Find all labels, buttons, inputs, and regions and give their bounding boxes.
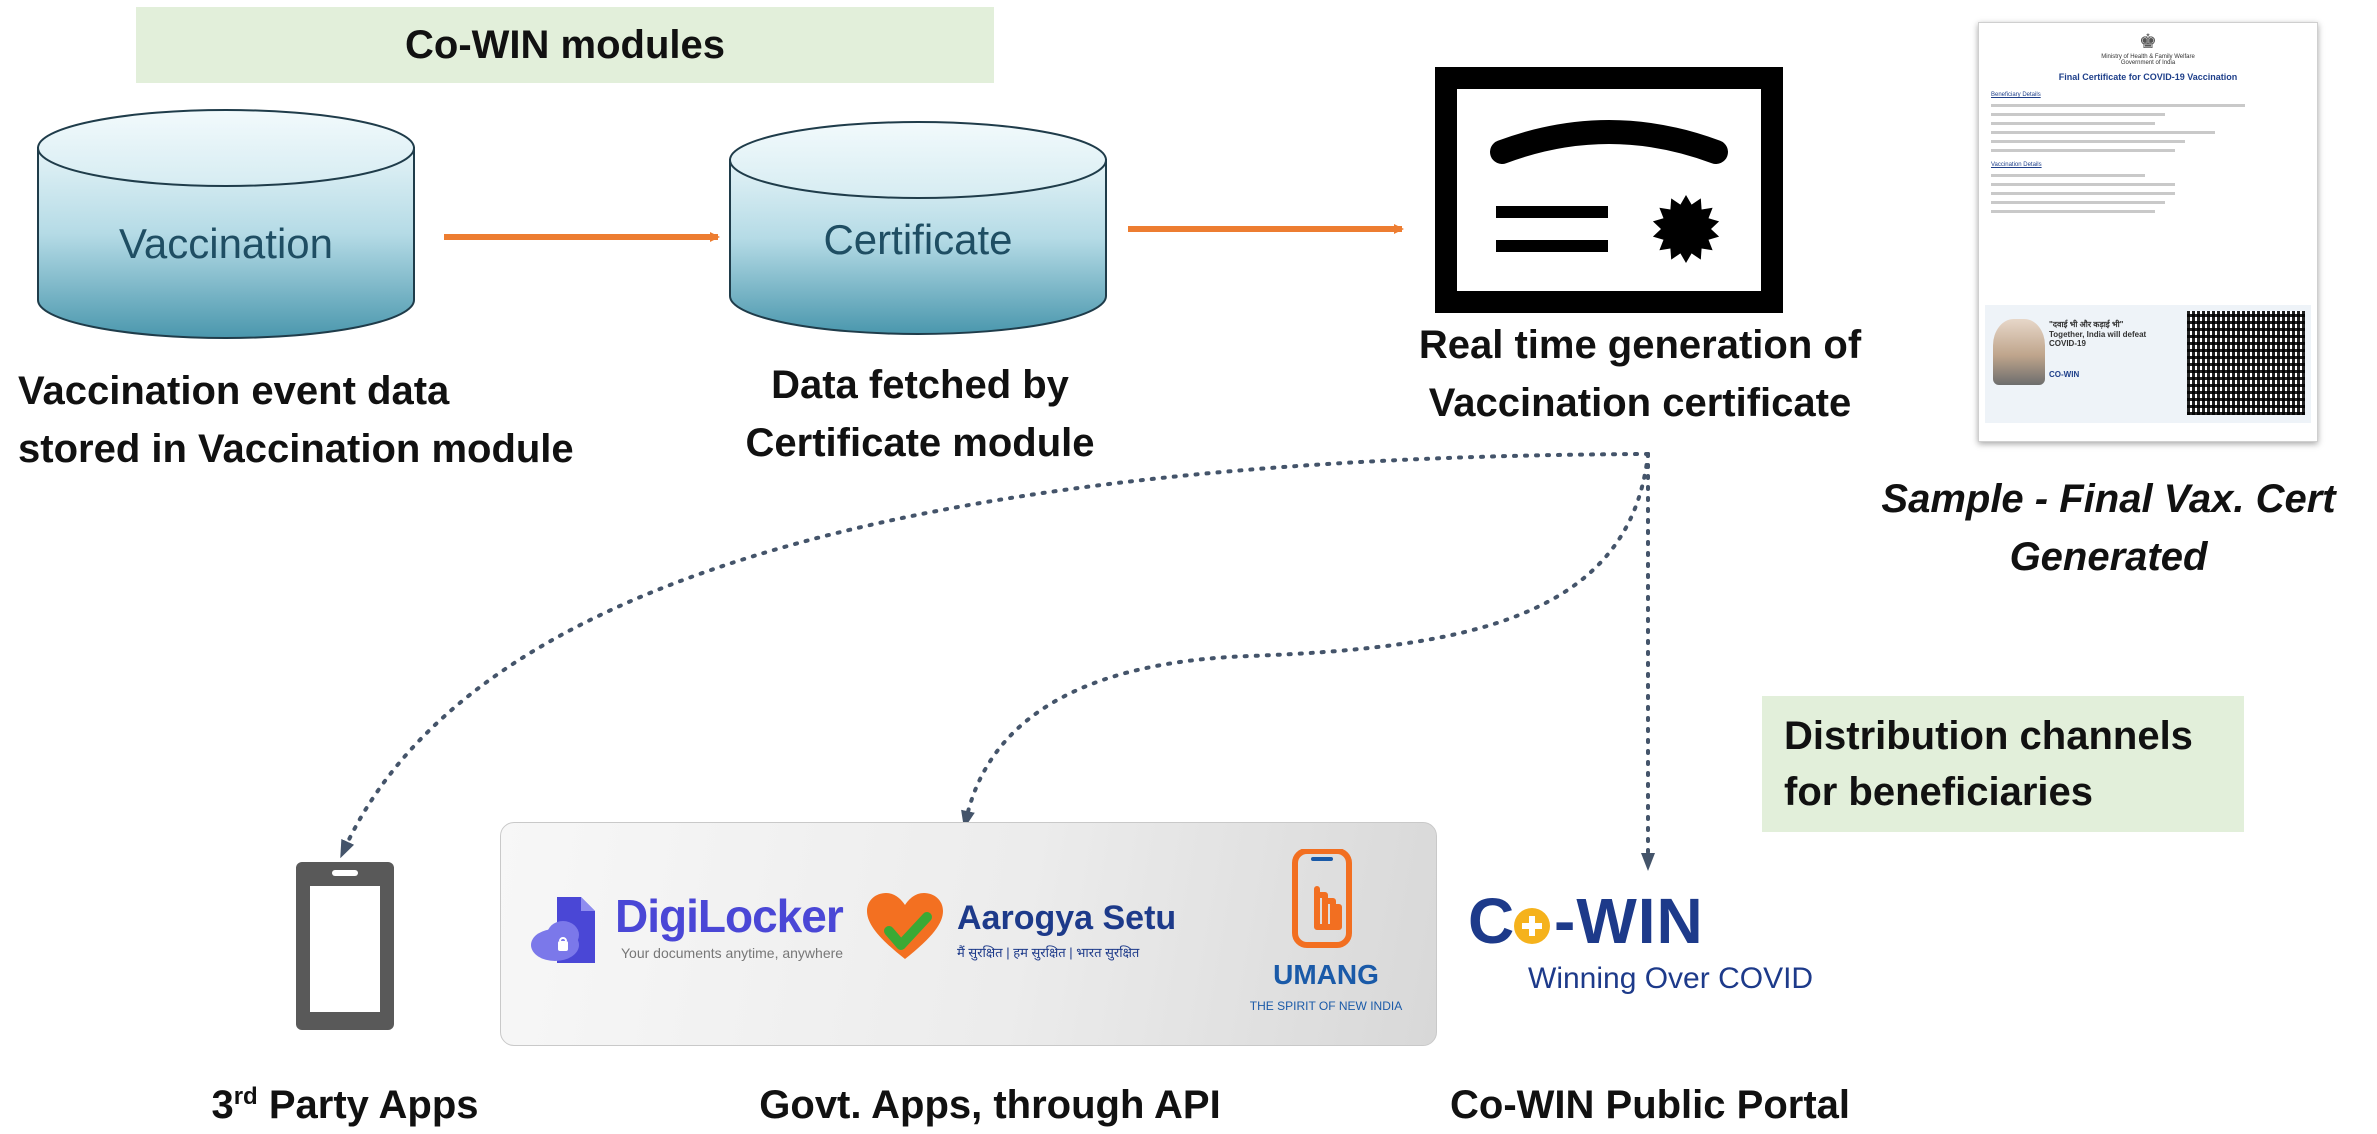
digilocker-tagline: Your documents anytime, anywhere (621, 945, 844, 961)
umang-name: UMANG (1273, 959, 1379, 990)
vaccination-lines (1991, 174, 2305, 213)
distribution-banner-line1: Distribution channels (1784, 714, 2193, 758)
vaccination-caption: Vaccination event data stored in Vaccina… (0, 362, 610, 478)
sample-cert-title: Final Certificate for COVID-19 Vaccinati… (2058, 72, 2238, 82)
seal-icon (1652, 195, 1720, 263)
cowin-plus-icon (1514, 908, 1550, 944)
certificate-caption: Data fetched by Certificate module (690, 356, 1150, 472)
govt-apps-panel: DigiLocker Your documents anytime, anywh… (500, 822, 1437, 1046)
ministry-line: Ministry of Health & Family Welfare (2101, 54, 2195, 60)
aarogya-setu-logo[interactable]: Aarogya Setu मैं सुरक्षित | हम सुरक्षित … (867, 893, 1187, 973)
cowin-mini-logo: CO-WIN (2049, 370, 2080, 379)
third-party-apps-label: 3rd Party Apps (100, 1076, 590, 1134)
cowin-logo-prefix: C (1468, 885, 1515, 957)
digilocker-name: DigiLocker (615, 890, 844, 942)
portrait-image (1993, 319, 2045, 385)
govt-apps-text: Govt. Apps, through API (759, 1083, 1221, 1127)
govt-apps-label: Govt. Apps, through API (690, 1076, 1290, 1134)
cert-quote-en: Together, India will defeat COVID-19 (2049, 330, 2147, 348)
heart-icon (867, 893, 943, 959)
third-party-rest: Party Apps (257, 1083, 479, 1127)
cert-footer-panel: "दवाई भी और कड़ाई भी" Together, India wi… (1985, 305, 2311, 423)
distribution-banner-line2: for beneficiaries (1784, 770, 2094, 814)
sample-caption-line1: Sample - Final Vax. Cert (1881, 477, 2336, 521)
generation-caption-line2: Vaccination certificate (1428, 381, 1852, 425)
third-party-sup: rd (233, 1083, 258, 1110)
aarogya-setu-tagline: मैं सुरक्षित | हम सुरक्षित | भारत सुरक्ष… (957, 945, 1140, 960)
modules-banner: Co-WIN modules (136, 7, 994, 83)
generation-caption-line1: Real time generation of (1418, 323, 1862, 367)
connector-to-third-party (340, 452, 1650, 859)
beneficiary-heading: Beneficiary Details (1991, 92, 2041, 98)
certificate-icon (1435, 67, 1783, 313)
digilocker-icon (531, 897, 595, 963)
cowin-logo[interactable]: C -WIN Winning Over COVID (1468, 884, 1848, 1004)
cowin-logo-suffix: -WIN (1554, 885, 1704, 957)
government-line: Government of India (2120, 60, 2176, 66)
sample-certificate-thumbnail: ♚ Ministry of Health & Family Welfare Go… (1978, 22, 2318, 442)
distribution-banner: Distribution channels for beneficiaries (1762, 696, 2244, 832)
vaccination-cylinder: Vaccination (37, 109, 415, 339)
vaccination-caption-line2: stored in Vaccination module (18, 427, 574, 471)
cowin-logo-tagline: Winning Over COVID (1528, 962, 1814, 995)
certificate-caption-line1: Data fetched by (771, 363, 1069, 407)
certificate-caption-line2: Certificate module (745, 421, 1095, 465)
certificate-cylinder: Certificate (729, 121, 1107, 335)
cert-quote: "दवाई भी और कड़ाई भी" (2049, 320, 2124, 329)
emblem-icon: ♚ (2139, 31, 2157, 53)
aarogya-setu-name: Aarogya Setu (957, 899, 1177, 937)
beneficiary-lines (1991, 104, 2305, 152)
third-party-base: 3 (211, 1083, 234, 1127)
umang-tagline: THE SPIRIT OF NEW INDIA (1249, 999, 1403, 1013)
phone-icon (296, 862, 394, 1030)
vaccination-heading: Vaccination Details (1991, 162, 2042, 168)
umang-logo[interactable]: UMANG THE SPIRIT OF NEW INDIA (1231, 849, 1421, 1045)
vaccination-caption-line1: Vaccination event data (18, 369, 450, 413)
generation-caption: Real time generation of Vaccination cert… (1380, 316, 1900, 432)
distribution-connectors (340, 452, 1655, 871)
sample-caption-line2: Generated (2009, 535, 2208, 579)
certificate-cylinder-label: Certificate (823, 216, 1012, 263)
public-portal-label: Co-WIN Public Portal (1390, 1076, 1910, 1134)
modules-banner-text: Co-WIN modules (405, 22, 725, 67)
sample-caption: Sample - Final Vax. Cert Generated (1840, 470, 2377, 586)
public-portal-text: Co-WIN Public Portal (1450, 1083, 1850, 1127)
digilocker-logo[interactable]: DigiLocker Your documents anytime, anywh… (529, 889, 844, 969)
qr-code (2187, 311, 2305, 415)
vaccination-cylinder-label: Vaccination (119, 220, 333, 267)
connector-to-govt-apps (961, 452, 1650, 829)
umang-phone-icon (1292, 849, 1352, 948)
